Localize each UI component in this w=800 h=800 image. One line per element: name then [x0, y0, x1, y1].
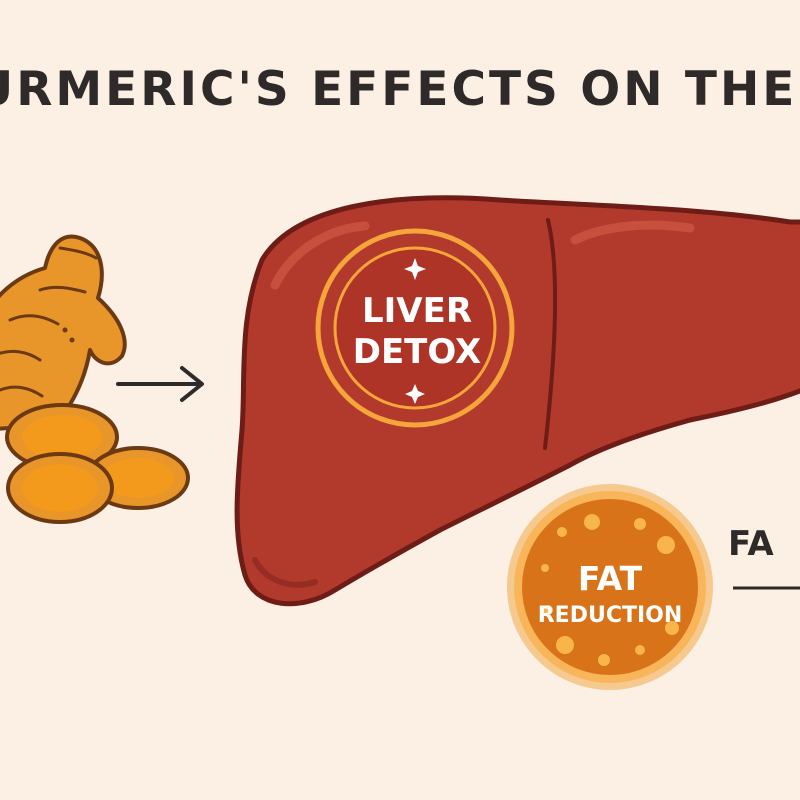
liver-detox-line1: LIVER [362, 291, 472, 331]
fat-reduction-badge: FAT REDUCTION [507, 484, 713, 690]
liver-detox-badge: LIVER DETOX [315, 228, 515, 428]
turmeric-root-icon [0, 234, 127, 431]
fat-reduction-line2: REDUCTION [538, 603, 683, 628]
turmeric-slices-icon [5, 403, 190, 524]
liver-detox-line2: DETOX [353, 332, 482, 372]
side-label: FA [728, 524, 774, 564]
fat-reduction-line1: FAT [578, 559, 643, 598]
arrow-right-icon [116, 366, 204, 402]
sparkle-icon [404, 258, 426, 280]
page-title: TURMERIC'S EFFECTS ON THE LIVER [0, 62, 800, 117]
sparkle-icon [405, 384, 425, 404]
